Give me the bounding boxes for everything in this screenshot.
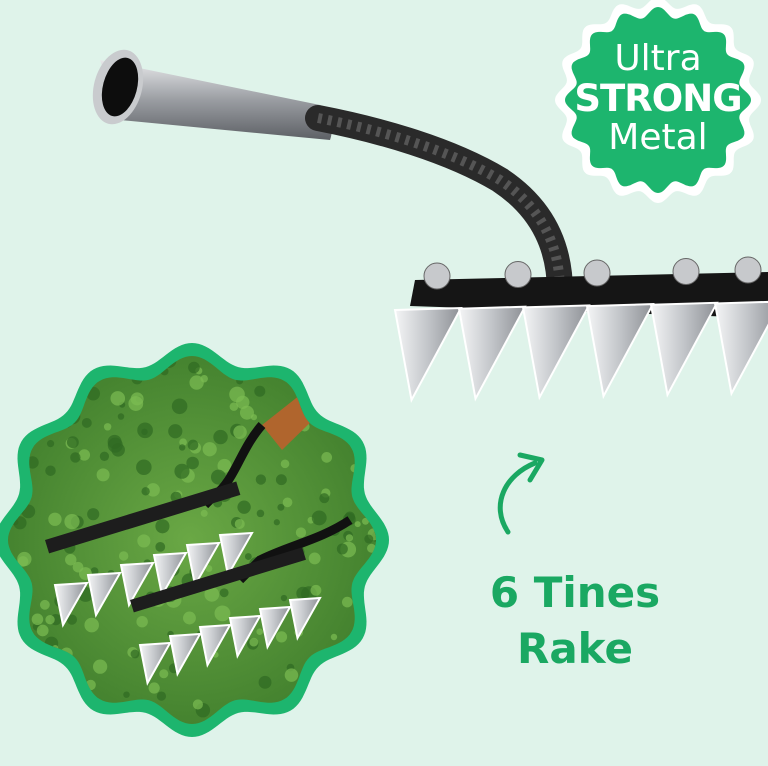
tine xyxy=(395,308,461,400)
bolt xyxy=(673,259,699,285)
caption: 6 Tines Rake xyxy=(455,565,695,677)
badge-text: Ultra STRONG Metal xyxy=(563,40,753,158)
badge-line-metal: Metal xyxy=(563,119,753,158)
caption-line-2: Rake xyxy=(455,621,695,677)
bolt xyxy=(735,257,761,283)
lawn-photo xyxy=(0,350,386,730)
tine xyxy=(651,303,717,395)
tine xyxy=(459,307,525,399)
bolt xyxy=(424,263,450,289)
bolt xyxy=(584,260,610,286)
tine xyxy=(715,302,768,394)
tine xyxy=(523,305,589,397)
curved-arrow-icon xyxy=(500,463,535,532)
tine xyxy=(587,304,653,396)
bolt xyxy=(505,262,531,288)
badge-line-strong: STRONG xyxy=(563,79,753,119)
caption-line-1: 6 Tines xyxy=(455,565,695,621)
badge-line-ultra: Ultra xyxy=(563,40,753,79)
